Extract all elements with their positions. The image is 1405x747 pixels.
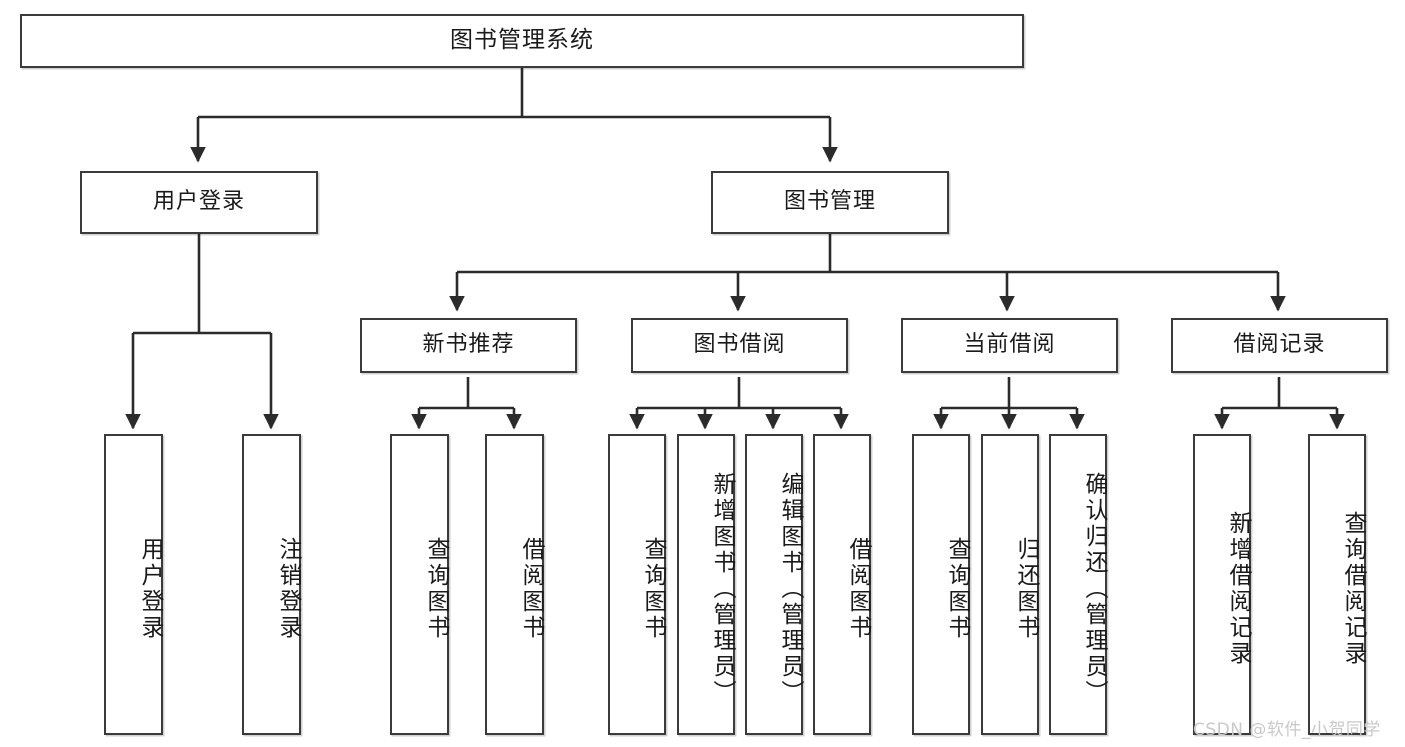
node-book-manage[interactable]: 图书管理 <box>711 171 949 234</box>
node-user-login[interactable]: 用户登录 <box>80 171 318 234</box>
node-leaf-borrow-book[interactable]: 借阅图书 <box>813 434 871 735</box>
node-leaf-logout[interactable]: 注销登录 <box>242 434 301 735</box>
node-leaf-user-login[interactable]: 用户登录 <box>104 434 163 735</box>
node-leaf-query-book-borrow[interactable]: 查询图书 <box>608 434 666 735</box>
node-leaf-add-book-admin[interactable]: 新增图书（管理员） <box>677 434 735 735</box>
node-root-system[interactable]: 图书管理系统 <box>20 14 1024 68</box>
csdn-watermark: CSDN @软件_小贺同学 <box>1193 720 1381 740</box>
node-new-book-recommend[interactable]: 新书推荐 <box>360 318 577 373</box>
node-current-borrow[interactable]: 当前借阅 <box>901 318 1118 373</box>
node-leaf-edit-book-admin[interactable]: 编辑图书（管理员） <box>745 434 803 735</box>
node-leaf-query-book-current[interactable]: 查询图书 <box>912 434 970 735</box>
node-book-borrow[interactable]: 图书借阅 <box>631 318 848 373</box>
node-leaf-borrow-book-recommend[interactable]: 借阅图书 <box>485 434 544 735</box>
node-leaf-query-book-recommend[interactable]: 查询图书 <box>390 434 449 735</box>
node-leaf-confirm-return-admin[interactable]: 确认归还（管理员） <box>1049 434 1107 735</box>
node-leaf-query-borrow-record[interactable]: 查询借阅记录 <box>1308 434 1366 735</box>
node-leaf-return-book[interactable]: 归还图书 <box>981 434 1039 735</box>
node-leaf-add-borrow-record[interactable]: 新增借阅记录 <box>1193 434 1251 735</box>
node-borrow-record[interactable]: 借阅记录 <box>1171 318 1388 373</box>
